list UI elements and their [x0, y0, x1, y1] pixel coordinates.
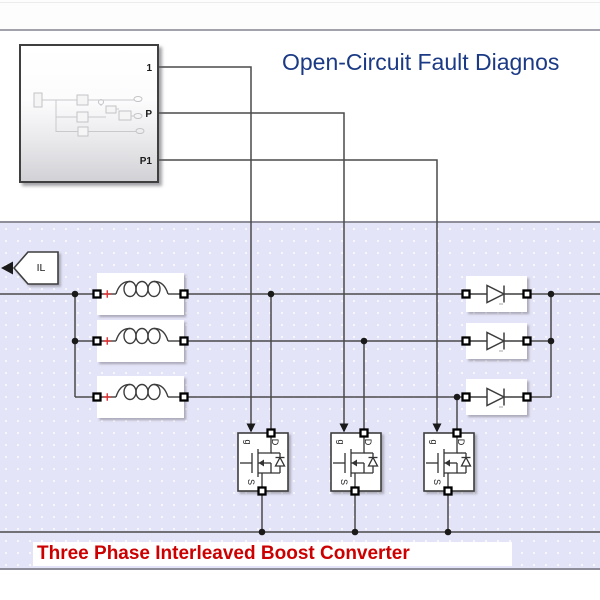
mosfet-block-2[interactable]: g D S	[330, 428, 382, 496]
inductor-block-2[interactable]	[92, 320, 189, 362]
port-square	[266, 428, 276, 438]
port-square	[92, 336, 102, 346]
port-square	[461, 289, 471, 299]
il-port-tag[interactable]: IL	[1, 251, 59, 285]
gate-label: g	[243, 439, 253, 444]
mosfet-arrow-icon	[351, 459, 357, 467]
mosfet-arrow-icon	[258, 459, 264, 467]
port-square	[179, 289, 189, 299]
subsystem-port-label-p: P	[145, 109, 152, 120]
polarity-plus-icon	[103, 337, 111, 345]
wire-gate1[interactable]	[159, 66, 252, 431]
port-square	[179, 336, 189, 346]
il-tag-label: IL	[37, 262, 46, 274]
toolbar-edge	[0, 0, 600, 31]
inductor-block-3[interactable]	[92, 376, 189, 418]
wire-gate3[interactable]	[159, 159, 438, 431]
diode-block-2[interactable]	[461, 323, 532, 359]
port-square	[179, 392, 189, 402]
il-tag-shape	[12, 251, 59, 285]
subsystem-preview	[33, 92, 145, 137]
diode-block-3[interactable]	[461, 379, 532, 415]
port-square	[522, 336, 532, 346]
port-square	[443, 486, 453, 496]
drain-label: D	[456, 439, 466, 446]
port-square	[92, 289, 102, 299]
subsystem-port-label-p1: P1	[139, 156, 152, 167]
mosfet-arrow-icon	[444, 459, 450, 467]
drain-label: D	[363, 439, 373, 446]
port-square	[359, 428, 369, 438]
source-label: S	[339, 479, 349, 485]
mosfet-block-1[interactable]: g D S	[237, 428, 289, 496]
fault-diagnosis-subsystem-block[interactable]: 1 P P1	[19, 44, 159, 183]
inductor-block-1[interactable]	[92, 273, 189, 315]
arrowhead-icon	[339, 423, 349, 433]
source-label: S	[246, 479, 256, 485]
gate-label: g	[429, 439, 439, 444]
subsystem-port-label-1: 1	[146, 63, 152, 74]
il-arrow-icon	[1, 261, 13, 275]
arrowhead-icon	[432, 423, 442, 433]
port-square	[257, 486, 267, 496]
port-square	[522, 392, 532, 402]
polarity-plus-icon	[103, 290, 111, 298]
port-square	[452, 428, 462, 438]
port-square	[461, 336, 471, 346]
wire-gate2[interactable]	[159, 112, 345, 431]
title-annotation[interactable]: Open-Circuit Fault Diagnos	[282, 49, 560, 75]
port-square	[461, 392, 471, 402]
toolbar-hairline	[0, 2, 600, 3]
port-square	[350, 486, 360, 496]
port-square	[522, 289, 532, 299]
wire-junctions	[71, 290, 555, 536]
arrowhead-icon	[246, 423, 256, 433]
drain-label: D	[270, 439, 280, 446]
mosfet-block-3[interactable]: g D S	[423, 428, 475, 496]
converter-label-annotation[interactable]: Three Phase Interleaved Boost Converter	[33, 542, 512, 566]
gate-label: g	[336, 439, 346, 444]
diode-block-1[interactable]	[461, 276, 532, 312]
source-label: S	[432, 479, 442, 485]
polarity-plus-icon	[103, 393, 111, 401]
port-square	[92, 392, 102, 402]
